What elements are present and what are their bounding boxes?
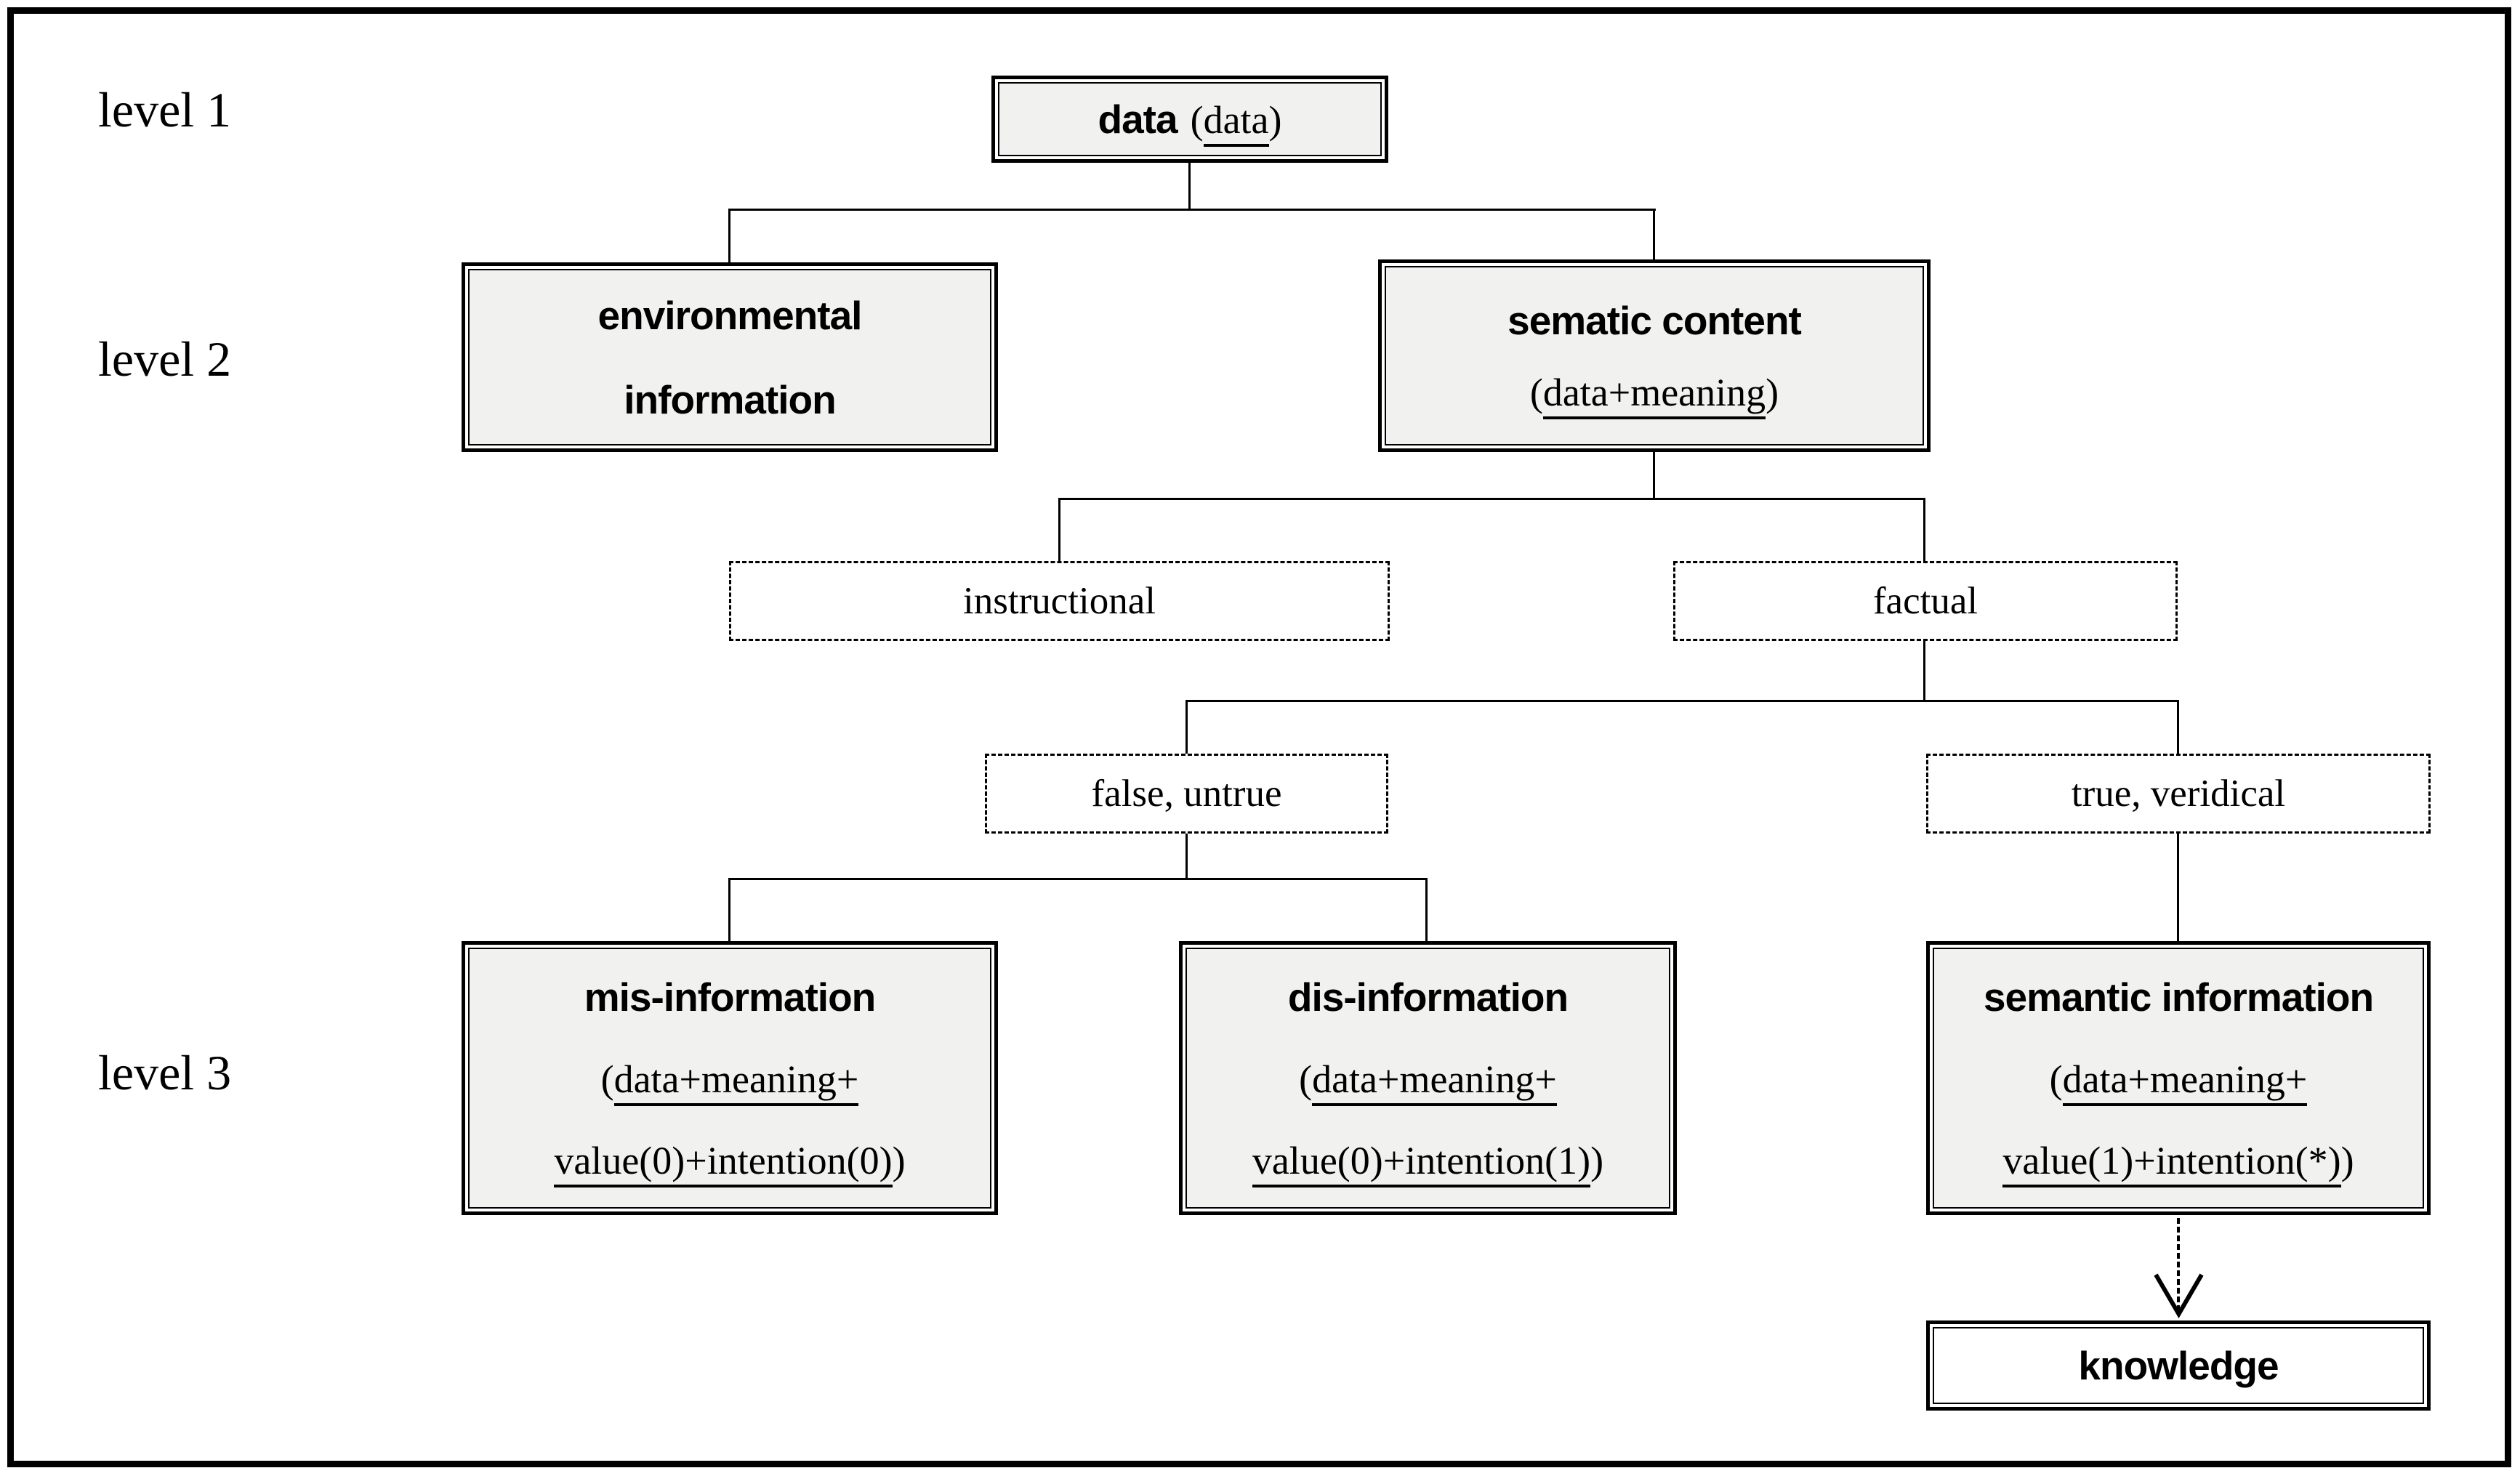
connector-false-true-bar bbox=[1185, 700, 2178, 702]
connector-to-mis-information bbox=[728, 878, 730, 943]
connector-to-environmental bbox=[728, 209, 730, 264]
instructional-label: instructional bbox=[963, 580, 1156, 622]
data-formula: (data) bbox=[1191, 97, 1282, 147]
node-knowledge: knowledge bbox=[1926, 1320, 2431, 1411]
node-dis-information: dis-information (data+meaning+ value(0)+… bbox=[1179, 941, 1677, 1215]
mis-information-title: mis-information bbox=[584, 974, 877, 1020]
arrow-semantic-to-knowledge-line bbox=[2177, 1218, 2180, 1311]
sematic-content-title: sematic content bbox=[1507, 297, 1802, 343]
connector-sematic-stem bbox=[1653, 451, 1655, 500]
connector-to-sematic-content bbox=[1653, 209, 1655, 261]
node-data: data (data) bbox=[991, 76, 1388, 163]
connector-to-factual bbox=[1923, 498, 1925, 562]
sematic-content-formula: (data+meaning) bbox=[1530, 370, 1779, 419]
node-environmental-information: environmental information bbox=[462, 262, 998, 452]
connector-mis-dis-bar bbox=[728, 878, 1428, 880]
true-veridical-label: true, veridical bbox=[2071, 773, 2286, 815]
level-3-label: level 3 bbox=[98, 1045, 232, 1100]
dis-information-title: dis-information bbox=[1287, 974, 1569, 1020]
diagram-outer-frame bbox=[7, 7, 2511, 1467]
node-true-veridical: true, veridical bbox=[1926, 754, 2431, 834]
connector-to-false-untrue bbox=[1185, 700, 1188, 755]
false-untrue-label: false, untrue bbox=[1091, 773, 1282, 815]
factual-label: factual bbox=[1872, 580, 1978, 622]
connector-level2-bar bbox=[728, 209, 1656, 211]
connector-data-stem bbox=[1188, 161, 1191, 211]
dis-information-formula-line1: (data+meaning+ bbox=[1299, 1057, 1557, 1106]
connector-false-stem bbox=[1185, 832, 1188, 879]
connector-to-dis-information bbox=[1425, 878, 1428, 943]
semantic-information-title: semantic information bbox=[1983, 974, 2374, 1020]
connector-to-true-veridical bbox=[2177, 700, 2179, 755]
node-mis-information: mis-information (data+meaning+ value(0)+… bbox=[462, 941, 998, 1215]
node-sematic-content: sematic content (data+meaning) bbox=[1378, 259, 1931, 452]
level-1-label: level 1 bbox=[98, 82, 232, 137]
semantic-information-formula-line1: (data+meaning+ bbox=[2050, 1057, 2308, 1106]
environmental-line1: environmental bbox=[597, 292, 863, 338]
connector-factual-stem bbox=[1923, 640, 1925, 701]
node-false-untrue: false, untrue bbox=[985, 754, 1388, 834]
connector-to-semantic-information bbox=[2177, 832, 2179, 943]
data-title: data bbox=[1098, 97, 1178, 142]
mis-information-formula-line1: (data+meaning+ bbox=[601, 1057, 859, 1106]
node-instructional: instructional bbox=[729, 561, 1390, 641]
node-semantic-information: semantic information (data+meaning+ valu… bbox=[1926, 941, 2431, 1215]
dis-information-formula-line2: value(0)+intention(1)) bbox=[1252, 1138, 1603, 1187]
environmental-line2: information bbox=[624, 376, 836, 422]
connector-instr-factual-bar bbox=[1058, 498, 1925, 500]
mis-information-formula-line2: value(0)+intention(0)) bbox=[554, 1138, 906, 1187]
level-2-label: level 2 bbox=[98, 331, 232, 387]
connector-to-instructional bbox=[1058, 498, 1060, 562]
arrow-head-icon bbox=[2154, 1273, 2204, 1318]
node-factual: factual bbox=[1673, 561, 2178, 641]
semantic-information-formula-line2: value(1)+intention(*)) bbox=[2002, 1138, 2354, 1187]
knowledge-title: knowledge bbox=[2078, 1343, 2279, 1388]
